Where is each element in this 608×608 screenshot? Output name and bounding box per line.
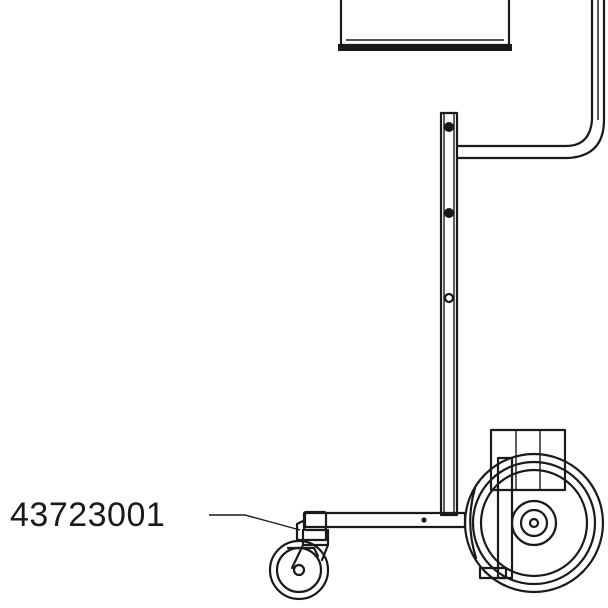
container-bottom — [338, 0, 512, 51]
handle-arm — [455, 0, 606, 160]
rear-wheel — [463, 428, 605, 594]
callout-leader — [209, 514, 301, 531]
caster-wheel — [268, 528, 330, 601]
part-number-label: 43723001 — [10, 496, 166, 534]
base-rail — [295, 510, 467, 542]
vertical-column — [439, 111, 459, 517]
